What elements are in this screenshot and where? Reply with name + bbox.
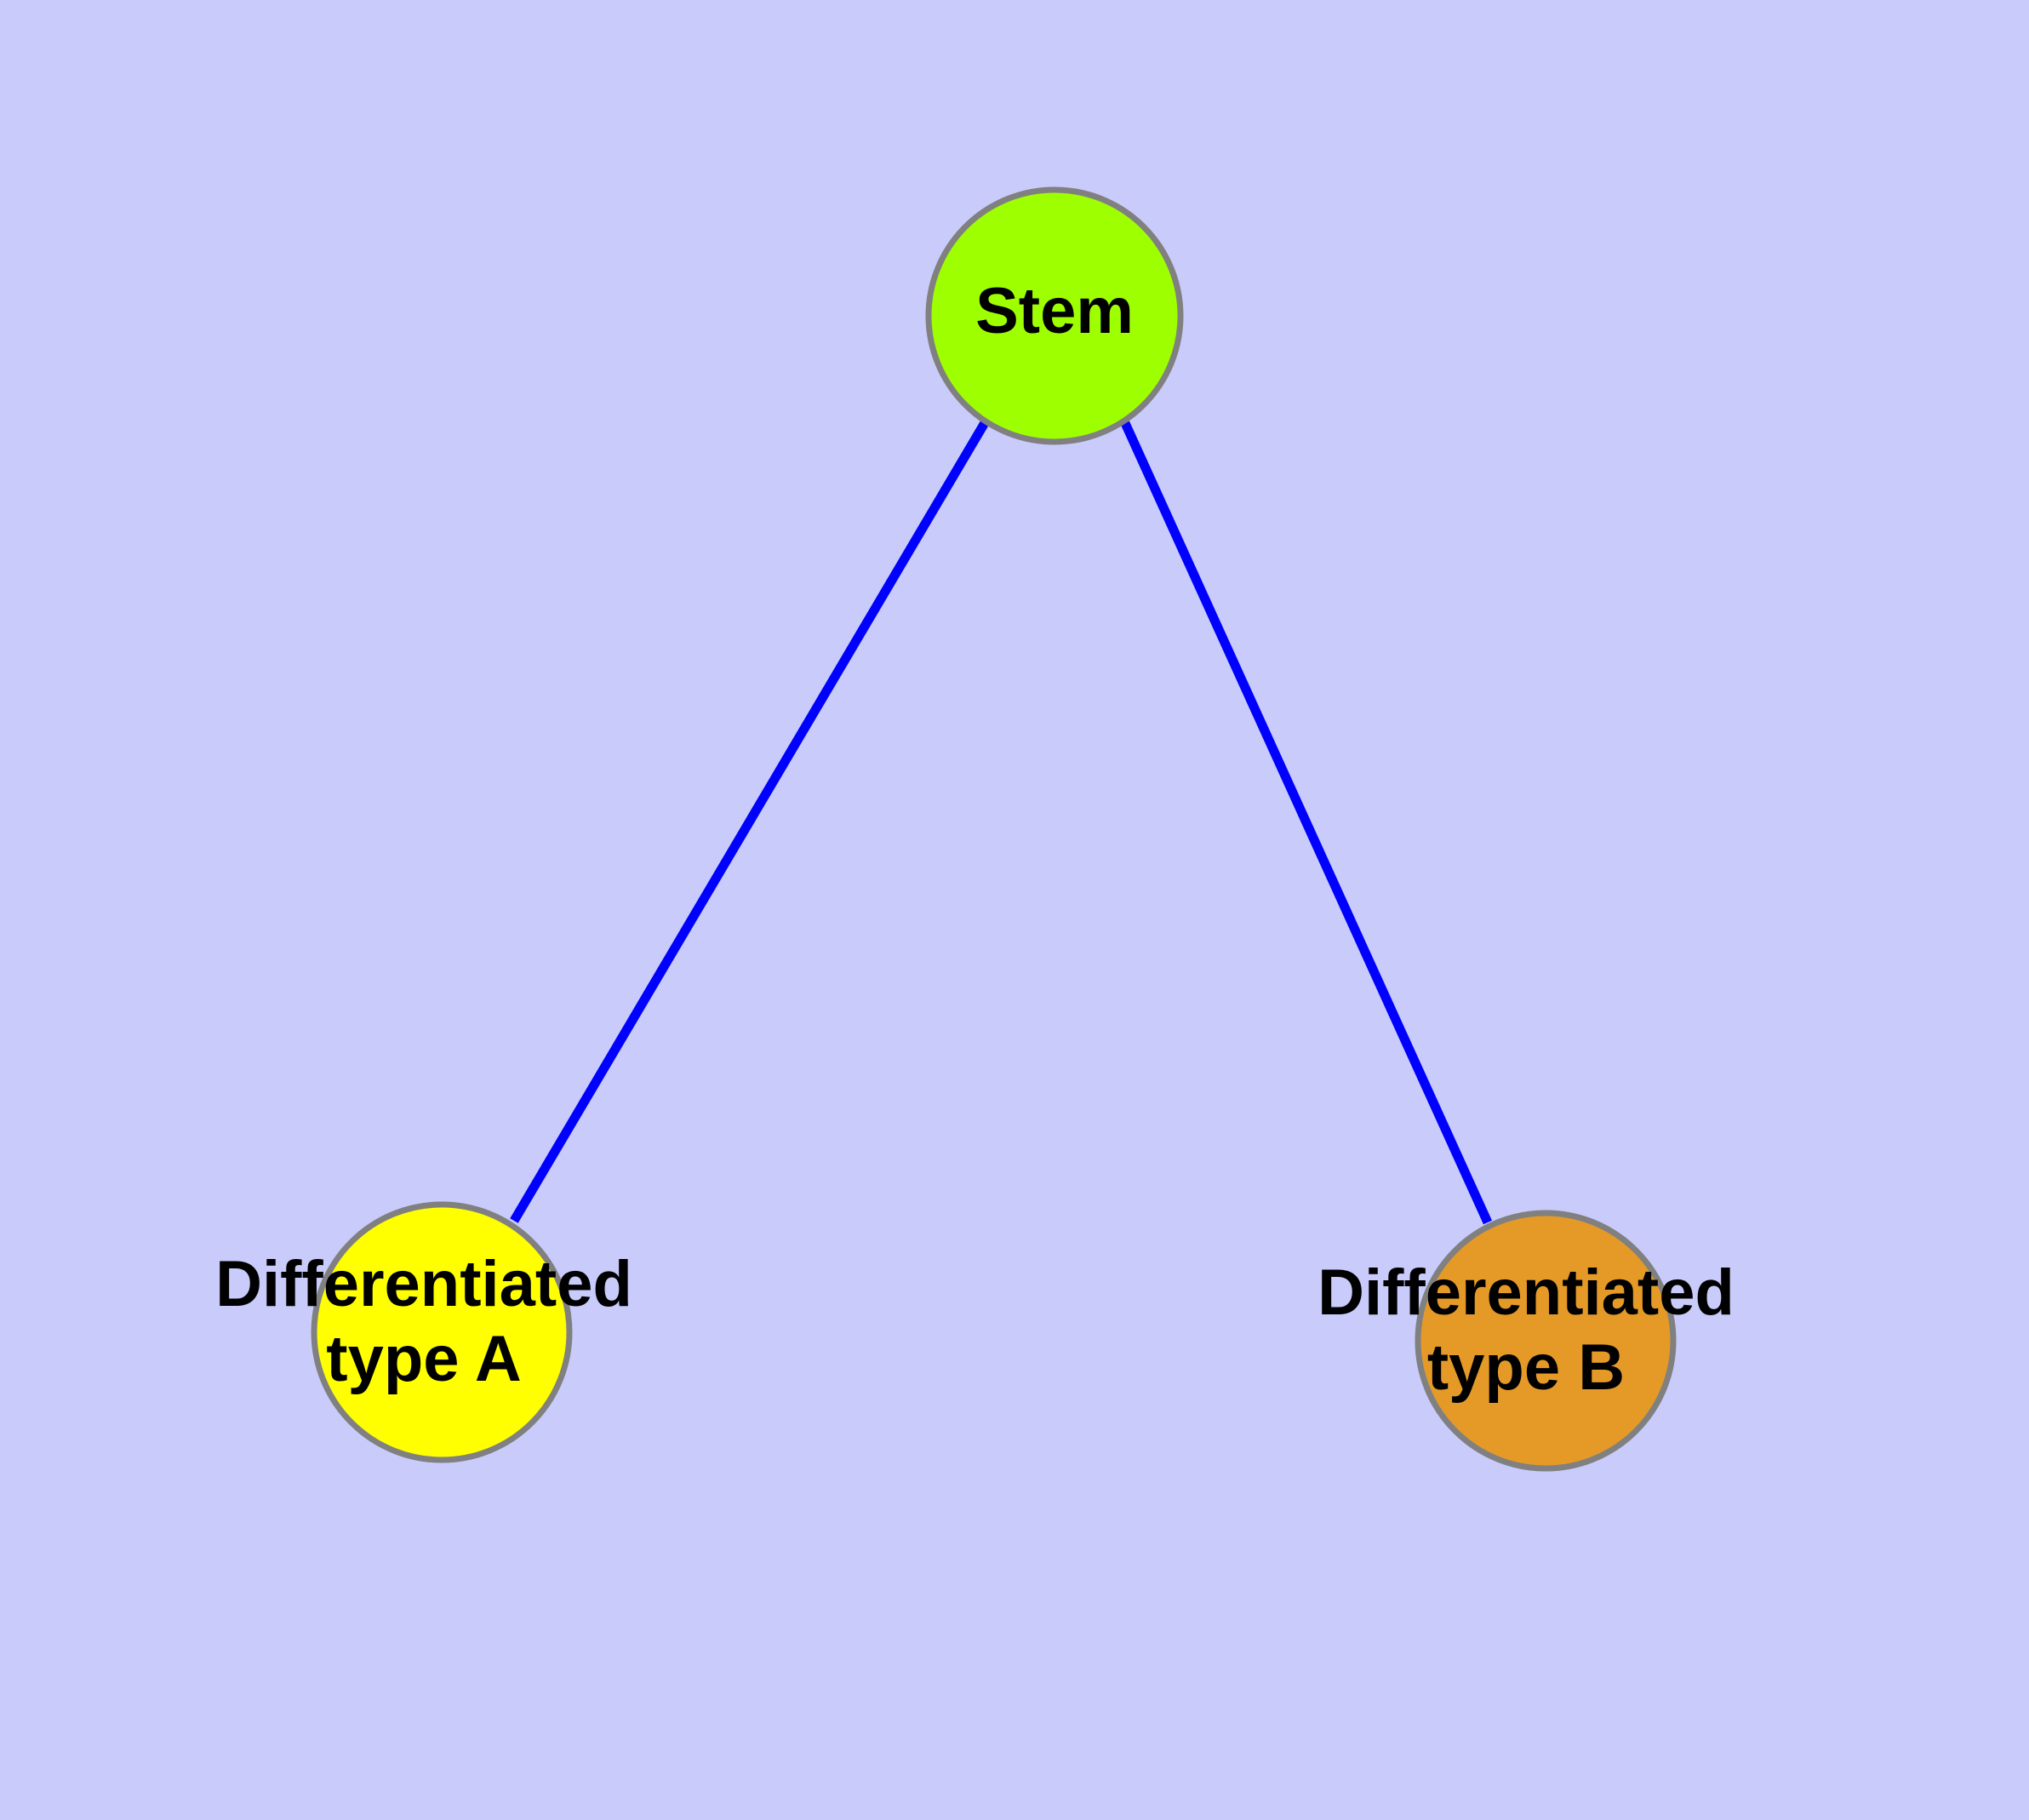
edge-stem-to-diff-a: [510, 419, 990, 1223]
node-stem-circle[interactable]: [925, 186, 1184, 445]
edge-layer: [510, 419, 1493, 1225]
edge-stem-to-diff-b: [1120, 421, 1493, 1225]
node-label-line: Differentiated: [215, 1248, 632, 1320]
node-label-line: Differentiated: [1317, 1256, 1735, 1329]
node-label-line: type A: [326, 1323, 521, 1395]
node-differentiated-type-b[interactable]: [1415, 1210, 1677, 1472]
node-stem[interactable]: [925, 186, 1184, 445]
node-label-line: type B: [1427, 1331, 1625, 1404]
node-label-line: Stem: [975, 275, 1134, 347]
node-stem-label: Stem: [975, 275, 1134, 347]
node-layer: [311, 186, 1677, 1472]
node-differentiated-type-b-circle[interactable]: [1415, 1210, 1677, 1472]
node-differentiated-type-a[interactable]: [311, 1201, 573, 1463]
node-differentiated-type-a-circle[interactable]: [311, 1201, 573, 1463]
